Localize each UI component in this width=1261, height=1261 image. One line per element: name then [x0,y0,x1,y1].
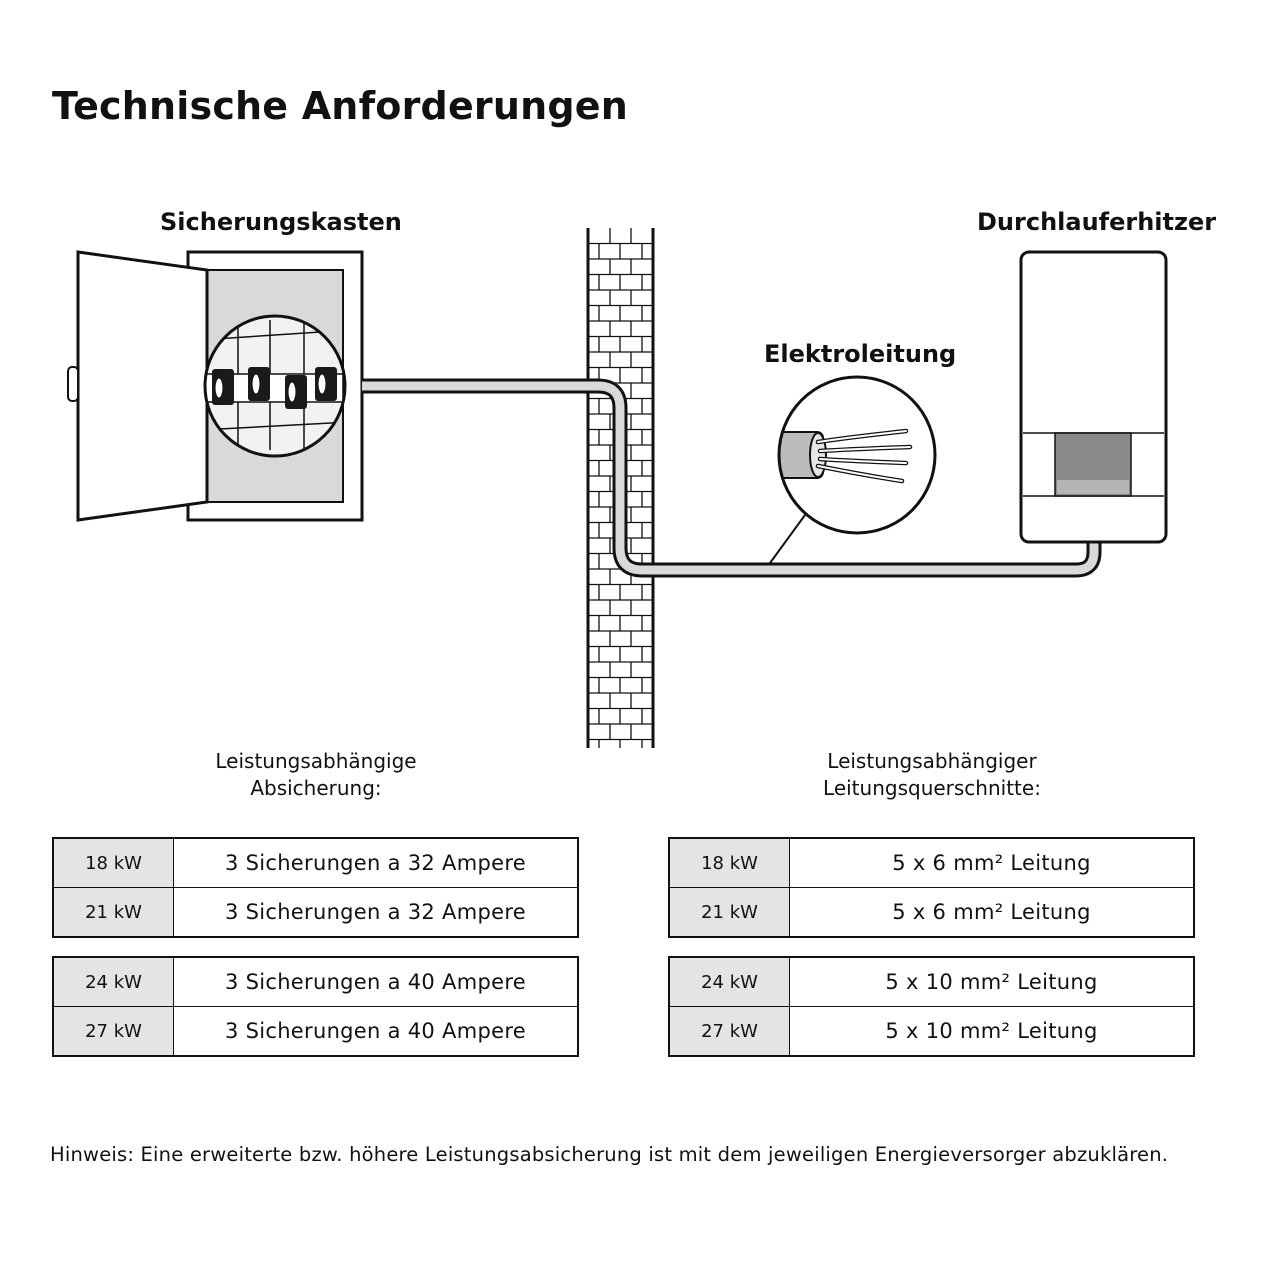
cable-value-cell: 5 x 6 mm² Leitung [789,837,1195,888]
power-cell: 18 kW [52,837,174,888]
table-row: 27 kW 3 Sicherungen a 40 Ampere [52,1006,579,1057]
page-title: Technische Anforderungen [52,84,628,128]
table-row: 21 kW 3 Sicherungen a 32 Ampere [52,887,579,938]
cable-value-cell: 5 x 10 mm² Leitung [789,1006,1195,1057]
fuse-table-caption-line1: Leistungsabhängige [215,749,417,773]
cable-label: Elektroleitung [764,340,957,368]
fuse-value-cell: 3 Sicherungen a 40 Ampere [173,1006,579,1057]
power-cell: 24 kW [52,956,174,1007]
fuse-table-group-2: 24 kW 3 Sicherungen a 40 Ampere 27 kW 3 … [52,956,579,1057]
table-row: 18 kW 3 Sicherungen a 32 Ampere [52,837,579,888]
power-cell: 27 kW [52,1006,174,1057]
fuse-value-cell: 3 Sicherungen a 40 Ampere [173,956,579,1007]
cable-table-caption-line2: Leitungsquerschnitte: [823,776,1041,800]
table-row: 27 kW 5 x 10 mm² Leitung [668,1006,1195,1057]
power-cell: 21 kW [668,887,790,938]
fuse-box-label: Sicherungskasten [160,208,402,236]
table-row: 24 kW 5 x 10 mm² Leitung [668,956,1195,1007]
water-heater [1019,250,1168,544]
power-cell: 27 kW [668,1006,790,1057]
fuse-box [67,250,364,522]
power-cell: 24 kW [668,956,790,1007]
table-row: 21 kW 5 x 6 mm² Leitung [668,887,1195,938]
fuse-table-caption: Leistungsabhängige Absicherung: [116,748,516,802]
electrical-cable [362,378,1102,578]
power-cell: 18 kW [668,837,790,888]
cable-table-group-2: 24 kW 5 x 10 mm² Leitung 27 kW 5 x 10 mm… [668,956,1195,1057]
fuse-value-cell: 3 Sicherungen a 32 Ampere [173,837,579,888]
cable-table-caption-line1: Leistungsabhängiger [827,749,1037,773]
fuse-magnifier [203,314,347,458]
fuse-table-group-1: 18 kW 3 Sicherungen a 32 Ampere 21 kW 3 … [52,837,579,938]
cable-table-group-1: 18 kW 5 x 6 mm² Leitung 21 kW 5 x 6 mm² … [668,837,1195,938]
cable-value-cell: 5 x 6 mm² Leitung [789,887,1195,938]
table-row: 18 kW 5 x 6 mm² Leitung [668,837,1195,888]
table-row: 24 kW 3 Sicherungen a 40 Ampere [52,956,579,1007]
cable-value-cell: 5 x 10 mm² Leitung [789,956,1195,1007]
water-heater-label: Durchlauferhitzer [977,208,1217,236]
fuse-table-caption-line2: Absicherung: [250,776,382,800]
fuse-value-cell: 3 Sicherungen a 32 Ampere [173,887,579,938]
fuse-box-door [67,250,209,522]
installation-diagram [67,228,1168,748]
cable-table-caption: Leistungsabhängiger Leitungsquerschnitte… [732,748,1132,802]
power-cell: 21 kW [52,887,174,938]
cable-magnifier [769,375,937,564]
footnote: Hinweis: Eine erweiterte bzw. höhere Lei… [50,1143,1169,1166]
